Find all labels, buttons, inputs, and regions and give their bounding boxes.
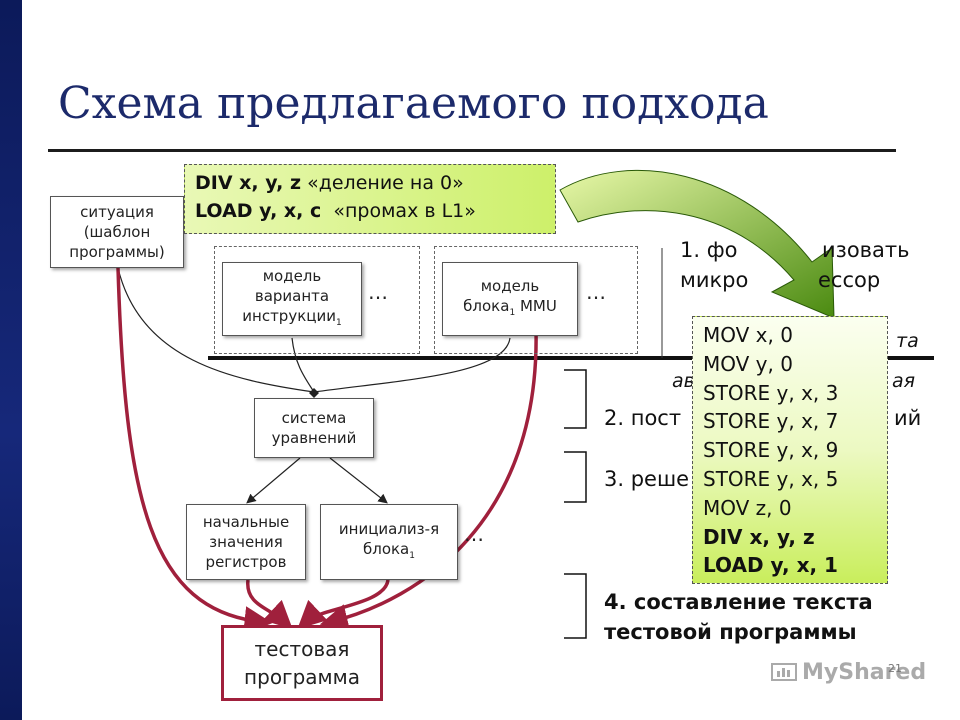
arrow-eq-to-init-block: [329, 457, 388, 504]
step1-text-a: 1. фо: [680, 238, 738, 262]
program-listing: MOV x, 0 MOV y, 0 STORE y, x, 3 STORE y,…: [692, 316, 888, 584]
code-line1-cmd: DIV x, y, z: [195, 172, 302, 194]
step2-text: 2. пост: [604, 406, 682, 430]
code-line2-note: «промах в L1»: [333, 200, 476, 222]
instr-model-group: [214, 246, 420, 354]
program-line: STORE y, x, 3: [703, 380, 839, 405]
program-line: DIV x, y, z: [703, 524, 815, 549]
bracket-step2: [564, 369, 587, 429]
line-instr-to-equations: [291, 337, 315, 393]
step1-text-b: изовать: [822, 238, 910, 262]
bracket-step3: [564, 451, 587, 503]
line-situation-to-equations: [117, 267, 315, 393]
red-line-init-block: [297, 579, 390, 630]
red-line-initial: [246, 579, 293, 630]
mmu-model-group: [434, 246, 638, 354]
ellipsis-instr: …: [368, 280, 388, 304]
slide-title: Схема предлагаемого подхода: [58, 78, 769, 129]
program-line: STORE y, x, 5: [703, 466, 839, 491]
step1-auto-a: ав: [672, 370, 695, 392]
program-line: MOV x, 0: [703, 323, 793, 347]
title-rule: [48, 149, 896, 152]
code-line2-cmd: LOAD y, x, c: [195, 200, 322, 222]
step1-auto-b: ая: [892, 370, 916, 392]
program-line: MOV y, 0: [703, 351, 793, 376]
line-mmu-to-equations: [313, 337, 511, 393]
ellipsis-mmu: …: [586, 280, 606, 304]
step4-line1: 4. составление текста: [604, 590, 873, 614]
red-line-mmu: [319, 329, 538, 632]
situation-code-box: DIV x, y, z «деление на 0» LOAD y, x, c …: [184, 164, 556, 234]
program-line: LOAD y, x, 1: [703, 553, 838, 578]
slide-number: 21: [888, 662, 902, 675]
code-line1-note: «деление на 0»: [307, 172, 464, 194]
step1-right-text: та: [896, 330, 919, 352]
green-curved-arrow: [559, 169, 835, 319]
step1-text-c: микро: [680, 268, 749, 292]
step2-right-text: ий: [894, 406, 922, 430]
bracket-step4: [564, 573, 587, 639]
watermark-logo: MyShared: [802, 660, 927, 685]
diamond-merge: [309, 388, 319, 398]
step4-line2: тестовой программы: [604, 620, 857, 644]
presentation-icon: [771, 663, 797, 681]
step1-text-d: ессор: [818, 268, 881, 292]
red-line-situation: [116, 267, 273, 635]
program-line: MOV z, 0: [703, 495, 792, 520]
ellipsis-init: …: [464, 522, 484, 546]
step3-text: 3. реше: [604, 467, 690, 491]
arrow-eq-to-initial: [246, 457, 301, 504]
slide-left-bar: [0, 0, 22, 720]
program-line: STORE y, x, 9: [703, 438, 839, 463]
program-line: STORE y, x, 7: [703, 409, 839, 434]
